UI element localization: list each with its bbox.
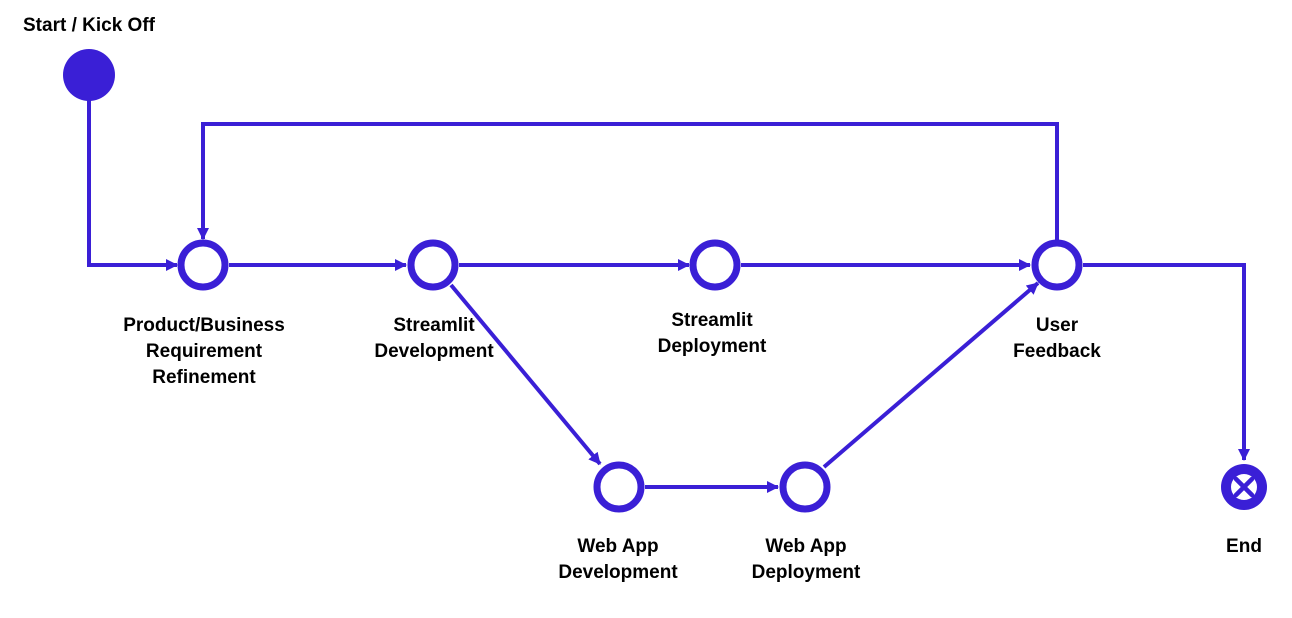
edge-start-to-requirement <box>87 100 178 271</box>
edge-user-feedback-to-end <box>1083 263 1250 461</box>
webapp-development-node <box>593 461 645 513</box>
streamlit-deployment-node <box>689 239 741 291</box>
end-label: End <box>1226 534 1262 560</box>
requirement-label-line-2: Requirement <box>145 341 263 362</box>
user-feedback-label-line-1: User <box>1035 315 1079 336</box>
webapp-deployment-label-line-1: Web App <box>765 536 847 557</box>
webapp-development-label: Web App Development <box>558 534 677 586</box>
user-feedback-label: User Feedback <box>1013 313 1101 365</box>
end-node <box>1221 464 1267 510</box>
start-label-line-1: Start / Kick Off <box>23 15 155 36</box>
user-feedback-label-line-2: Feedback <box>1013 341 1101 362</box>
streamlit-deployment-label-line-1: Streamlit <box>671 310 753 331</box>
end-label-line-1: End <box>1226 536 1262 557</box>
webapp-development-label-line-2: Development <box>558 562 678 583</box>
start-node <box>63 49 115 101</box>
edge-webapp-deploy-to-user-feedback <box>822 281 1040 469</box>
webapp-deployment-label: Web App Deployment <box>752 534 861 586</box>
webapp-development-label-line-1: Web App <box>577 536 659 557</box>
streamlit-development-label-line-2: Development <box>374 341 494 362</box>
user-feedback-node <box>1031 239 1083 291</box>
requirement-label-line-1: Product/Business <box>123 315 285 336</box>
streamlit-development-label-line-1: Streamlit <box>393 315 475 336</box>
webapp-deployment-node <box>779 461 831 513</box>
streamlit-development-node <box>407 239 459 291</box>
requirement-node <box>177 239 229 291</box>
streamlit-deployment-label: Streamlit Deployment <box>658 308 767 360</box>
edge-streamlit-dev-to-webapp-dev <box>449 283 602 466</box>
streamlit-deployment-label-line-2: Deployment <box>657 336 767 357</box>
edge-user-feedback-to-requirement <box>197 122 1059 240</box>
streamlit-development-label: Streamlit Development <box>374 313 493 365</box>
requirement-label-line-3: Refinement <box>152 367 256 388</box>
webapp-deployment-label-line-2: Deployment <box>751 562 861 583</box>
requirement-label: Product/Business Requirement Refinement <box>123 313 285 391</box>
start-label: Start / Kick Off <box>23 13 155 39</box>
